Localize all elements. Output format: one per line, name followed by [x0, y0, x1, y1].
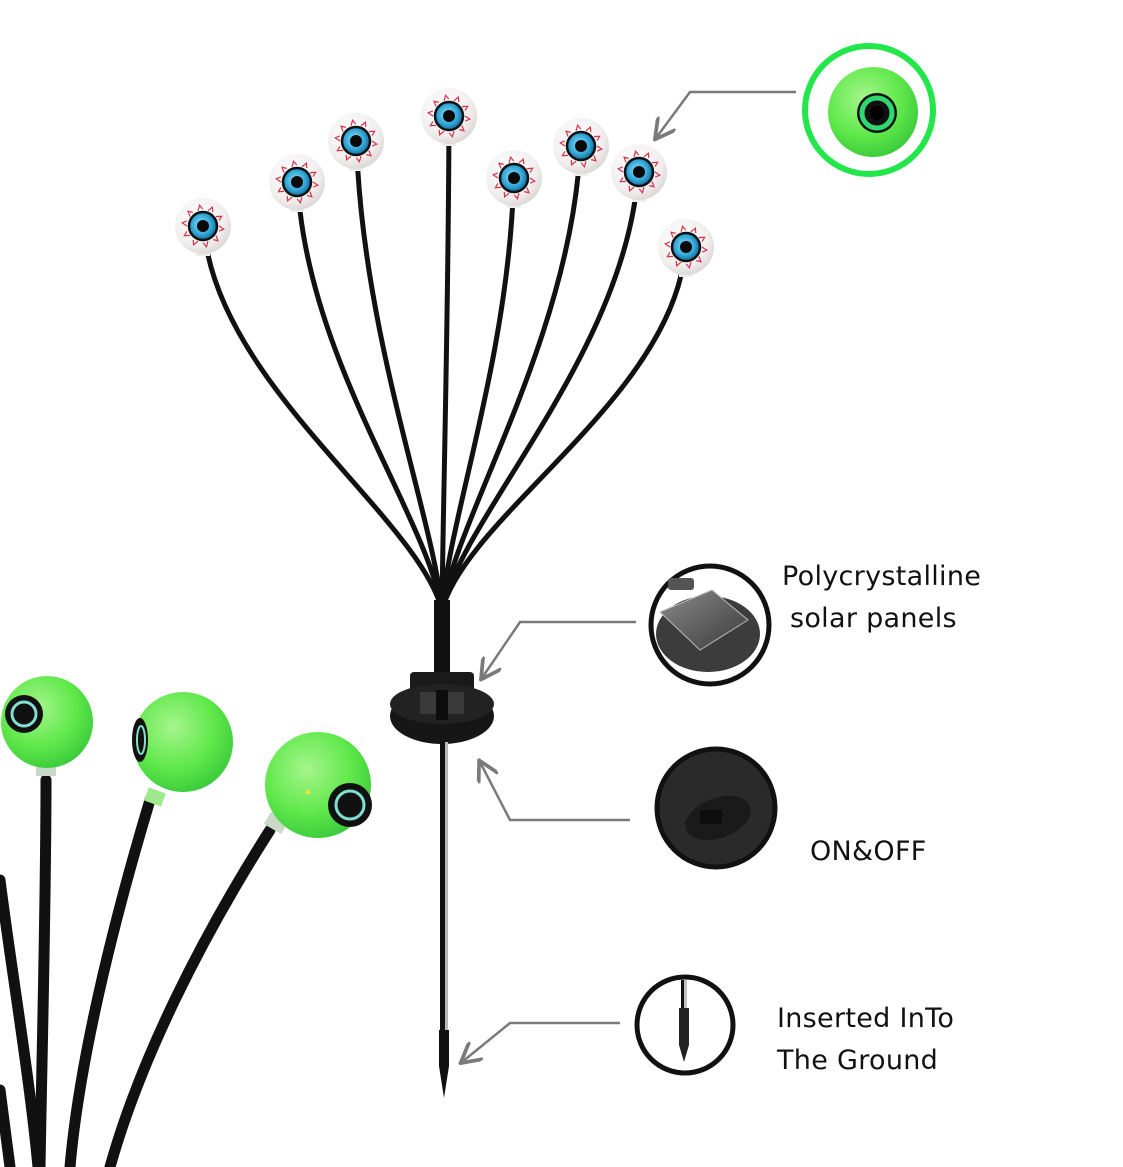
switch-icon	[685, 795, 751, 841]
eyeball-3	[328, 113, 384, 171]
stem-2	[297, 207, 445, 613]
stem-6	[439, 171, 581, 613]
solar-panel-icon	[656, 578, 760, 672]
eyeball-8	[658, 219, 714, 277]
label-solar-line-1: Polycrystalline	[782, 561, 982, 592]
label-stake: Inserted InTo The Ground	[777, 998, 954, 1082]
stem-1	[205, 251, 445, 613]
label-solar: Polycrystalline solar panels	[782, 556, 981, 640]
label-switch: ON&OFF	[810, 831, 927, 873]
stem-4	[439, 141, 452, 613]
solar-base	[390, 600, 494, 744]
label-switch-line-1: ON&OFF	[810, 836, 927, 867]
eyeball-2	[269, 154, 325, 212]
callout-stake	[462, 974, 736, 1076]
glowing-eyeballs-cluster	[0, 676, 372, 1167]
eyeballs	[175, 88, 714, 277]
stem-7	[439, 197, 638, 613]
arrow-glow	[656, 90, 796, 138]
stems	[205, 141, 684, 613]
arrow-switch	[480, 762, 630, 822]
arrow-solar	[482, 620, 636, 678]
glowing-eyeball-2	[133, 692, 233, 792]
callout-glow	[656, 43, 936, 177]
callout-solar	[482, 563, 772, 687]
stem-5	[439, 203, 516, 613]
stem-3	[355, 166, 445, 613]
eyeball-6	[553, 118, 609, 176]
eyeball-1	[175, 198, 231, 256]
eyeball-4	[421, 88, 477, 146]
arrow-stake	[462, 1021, 620, 1062]
label-stake-line-1: Inserted InTo	[777, 1003, 955, 1034]
callout-switch	[480, 746, 778, 870]
stem-8	[439, 272, 684, 613]
ground-stake	[439, 742, 449, 1098]
eyeball-7	[611, 144, 667, 202]
label-stake-line-2: The Ground	[777, 1045, 939, 1076]
eyeball-5	[486, 150, 542, 208]
label-solar-line-2: solar panels	[790, 603, 957, 634]
stake-tip-icon	[679, 980, 689, 1062]
